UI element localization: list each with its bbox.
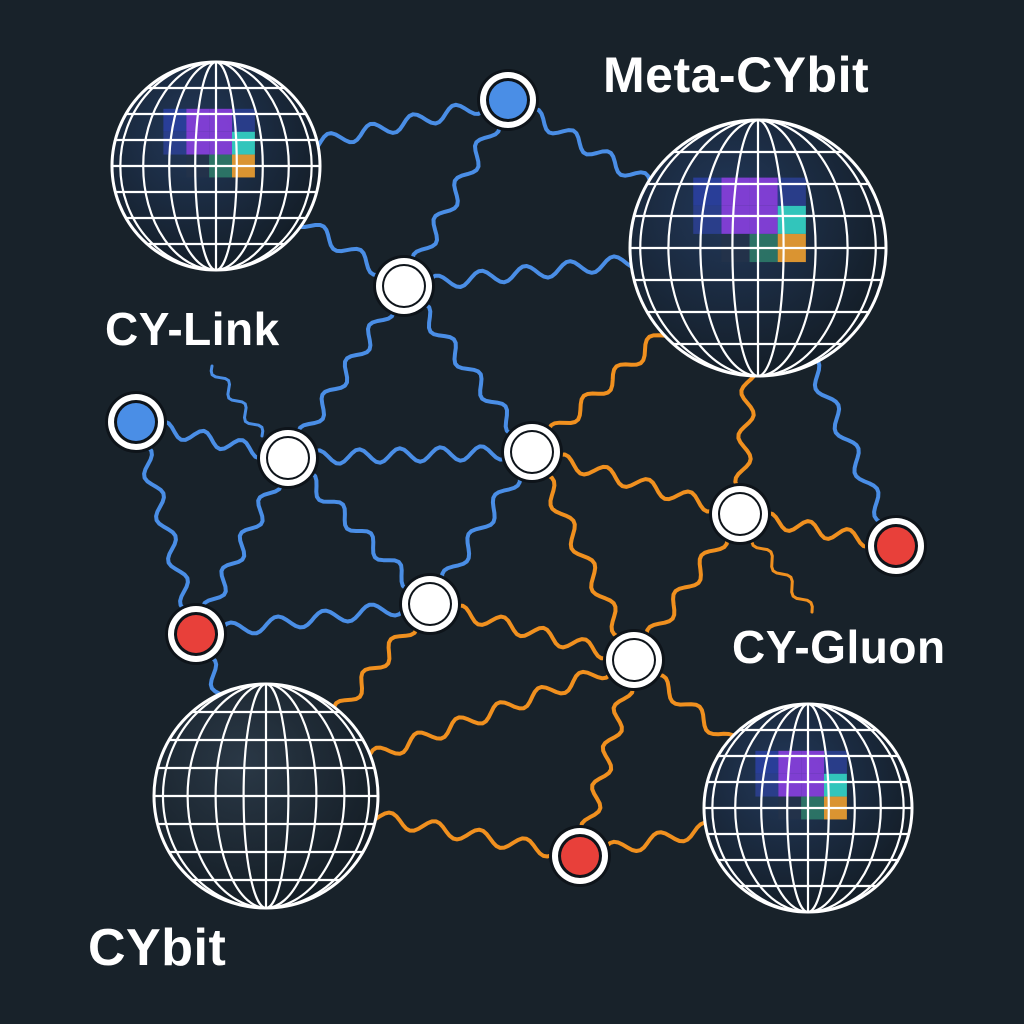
cy-gluon-edge-18 — [530, 450, 742, 516]
cy-link-edge-12 — [428, 450, 534, 606]
cybit-globe — [152, 682, 380, 910]
meta-cybit-globe-topleft — [110, 60, 322, 272]
nodes-layer — [105, 69, 927, 887]
white-node-n-w6 — [603, 629, 665, 691]
cy-gluon-label: CY-Gluon — [732, 621, 946, 673]
meta-cybit-globe-bottomright — [702, 702, 914, 914]
cy-gluon-callout — [750, 534, 814, 614]
white-node-n-w1 — [373, 255, 435, 317]
cy-gluon-edge-20 — [528, 450, 638, 662]
meta-cybit-label: Meta-CYbit — [603, 47, 870, 103]
cy-link-edge-6 — [401, 284, 535, 454]
globe-grid — [704, 704, 912, 912]
cy-link-edge-5 — [286, 284, 406, 460]
globe-grid — [630, 120, 886, 376]
red-node-n-red-bottom — [549, 825, 611, 887]
cy-link-edge-11 — [285, 456, 433, 606]
red-node-n-red-left — [165, 603, 227, 665]
cy-link-edge-2 — [402, 98, 510, 288]
white-node-n-w2 — [257, 427, 319, 489]
blue-node-n-blue-top — [477, 69, 539, 131]
cy-link-callout — [209, 364, 265, 438]
cy-link-edge-8 — [130, 420, 202, 636]
cy-link-edge-13 — [194, 596, 432, 642]
cy-link-label: CY-Link — [105, 303, 280, 355]
cybit-label: CYbit — [88, 919, 227, 977]
globes-layer — [110, 60, 914, 914]
globe-grid — [112, 62, 320, 270]
cy-link-edge-10 — [194, 456, 290, 636]
red-node-n-red-right — [865, 515, 927, 577]
cy-gluon-edge-22 — [428, 602, 636, 662]
cy-gluon-edge-25 — [578, 658, 636, 858]
globe-grid — [154, 684, 378, 908]
meta-cybit-globe-topright — [628, 118, 888, 378]
white-node-n-w3 — [501, 421, 563, 483]
white-node-n-w5 — [399, 573, 461, 635]
cy-link-edge-9 — [286, 443, 534, 467]
blue-node-n-blue-left — [105, 391, 167, 453]
white-node-n-w4 — [709, 483, 771, 545]
